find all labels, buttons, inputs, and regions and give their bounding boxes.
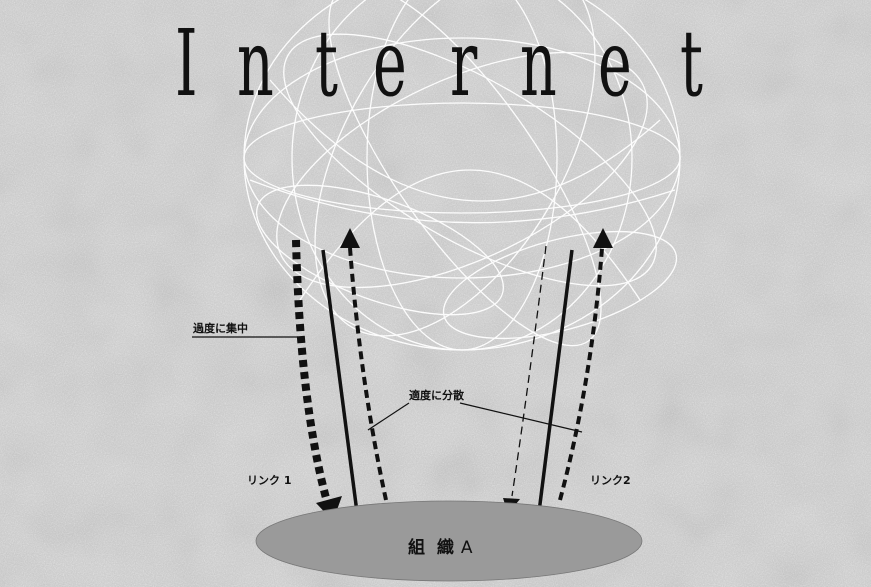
label-concentration: 過度に集中	[193, 322, 248, 335]
title-letter: e	[598, 10, 632, 117]
arrowhead-up-right	[593, 228, 613, 248]
title-letter: I	[175, 10, 198, 117]
link2-light-inbound-line	[511, 245, 547, 497]
link2-outbound-line	[558, 247, 604, 501]
callout-lines	[192, 336, 583, 433]
label-link1: リンク 1	[247, 474, 292, 487]
globe-icon	[243, 0, 681, 351]
link1-outbound-line	[348, 247, 388, 501]
connection-arrows	[292, 239, 604, 521]
internet-title: I n t e r n e t	[175, 14, 735, 114]
organization-name: 組 織	[408, 538, 457, 558]
label-link2: リンク2	[590, 474, 631, 487]
title-letter: e	[373, 10, 407, 117]
organization-suffix: A	[460, 538, 473, 558]
title-letter: n	[520, 10, 557, 117]
title-letter: t	[680, 10, 703, 117]
title-letter: t	[315, 10, 338, 117]
link1-solid-line	[321, 249, 360, 521]
arrowhead-up-left	[340, 228, 360, 248]
label-dispersion: 適度に分散	[409, 389, 464, 402]
organization-a-node	[255, 500, 643, 582]
overloaded-inbound-line	[292, 239, 330, 500]
title-letter: n	[237, 10, 274, 117]
link2-solid-line	[536, 249, 574, 521]
arrowhead-down-left	[316, 496, 342, 521]
title-letter: r	[450, 10, 478, 117]
